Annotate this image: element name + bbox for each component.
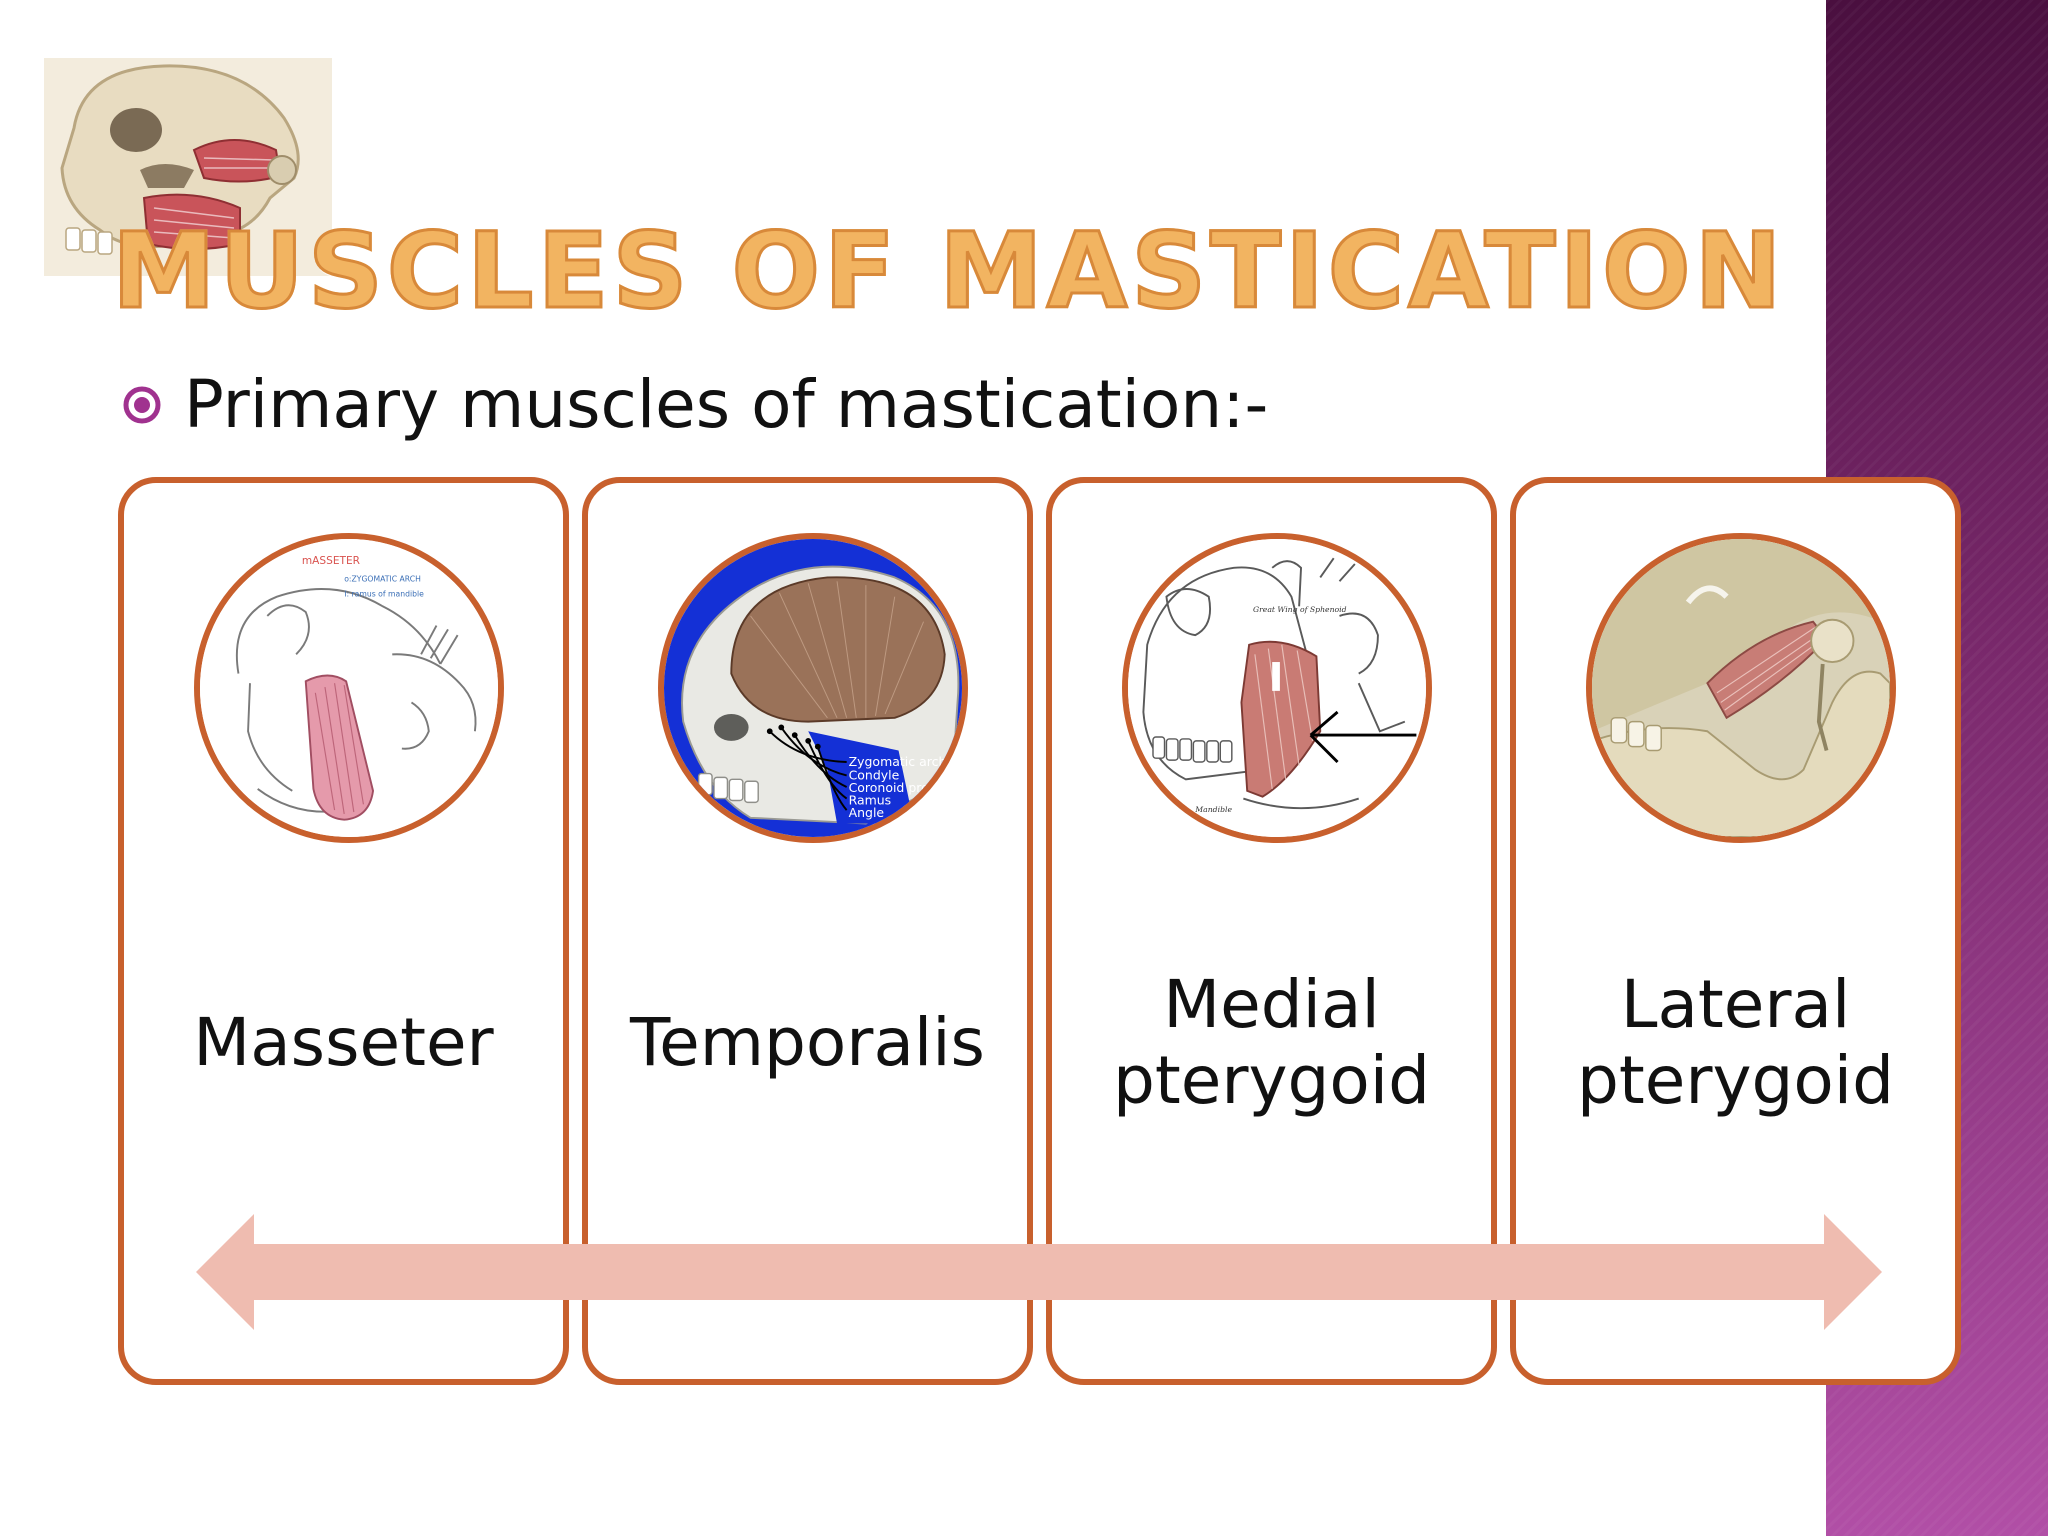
bullet-text: Primary muscles of mastication:- [184,366,1269,443]
masseter-label-insertion: I: ramus of mandible [344,590,424,599]
lateral-pterygoid-diagram-image [1586,533,1896,843]
slide-title: MUSCLES OF MASTICATION [111,209,1786,334]
card-label-temporalis: Temporalis [630,1004,985,1082]
card-label-medial-pterygoid: Medial pterygoid [1112,966,1431,1119]
temporalis-label-condyle: Condyle [849,767,900,782]
card-medial-pterygoid: Great Wing of Sphenoid Mandible Medial p… [1046,477,1497,1385]
medial-pterygoid-label-mandible: Mandible [1194,805,1232,814]
medial-pterygoid-diagram-image: Great Wing of Sphenoid Mandible [1122,533,1432,843]
card-label-lateral-pterygoid: Lateral pterygoid [1576,966,1895,1119]
bullet-point: Primary muscles of mastication:- [122,372,1268,438]
masseter-label-title: mASSETER [302,555,361,567]
temporalis-label-angle: Angle [849,805,885,820]
double-arrow-decoration [196,1214,1882,1330]
masseter-label-origin: o:ZYGOMATIC ARCH [344,574,421,583]
temporalis-label-ramus: Ramus [849,792,892,807]
circle-bullet-icon [123,386,161,424]
card-temporalis: Zygomatic arch Condyle Coronoid process … [582,477,1033,1385]
card-lateral-pterygoid: Lateral pterygoid [1510,477,1961,1385]
temporalis-diagram-image: Zygomatic arch Condyle Coronoid process … [658,533,968,843]
medial-pterygoid-label-sphenoid: Great Wing of Sphenoid [1253,605,1347,614]
skull-logo-image [44,58,332,276]
card-label-masseter: Masseter [193,1004,494,1082]
card-masseter: mASSETER o:ZYGOMATIC ARCH I: ramus of ma… [118,477,569,1385]
masseter-diagram-image: mASSETER o:ZYGOMATIC ARCH I: ramus of ma… [194,533,504,843]
temporalis-label-zygomatic: Zygomatic arch [849,754,947,769]
